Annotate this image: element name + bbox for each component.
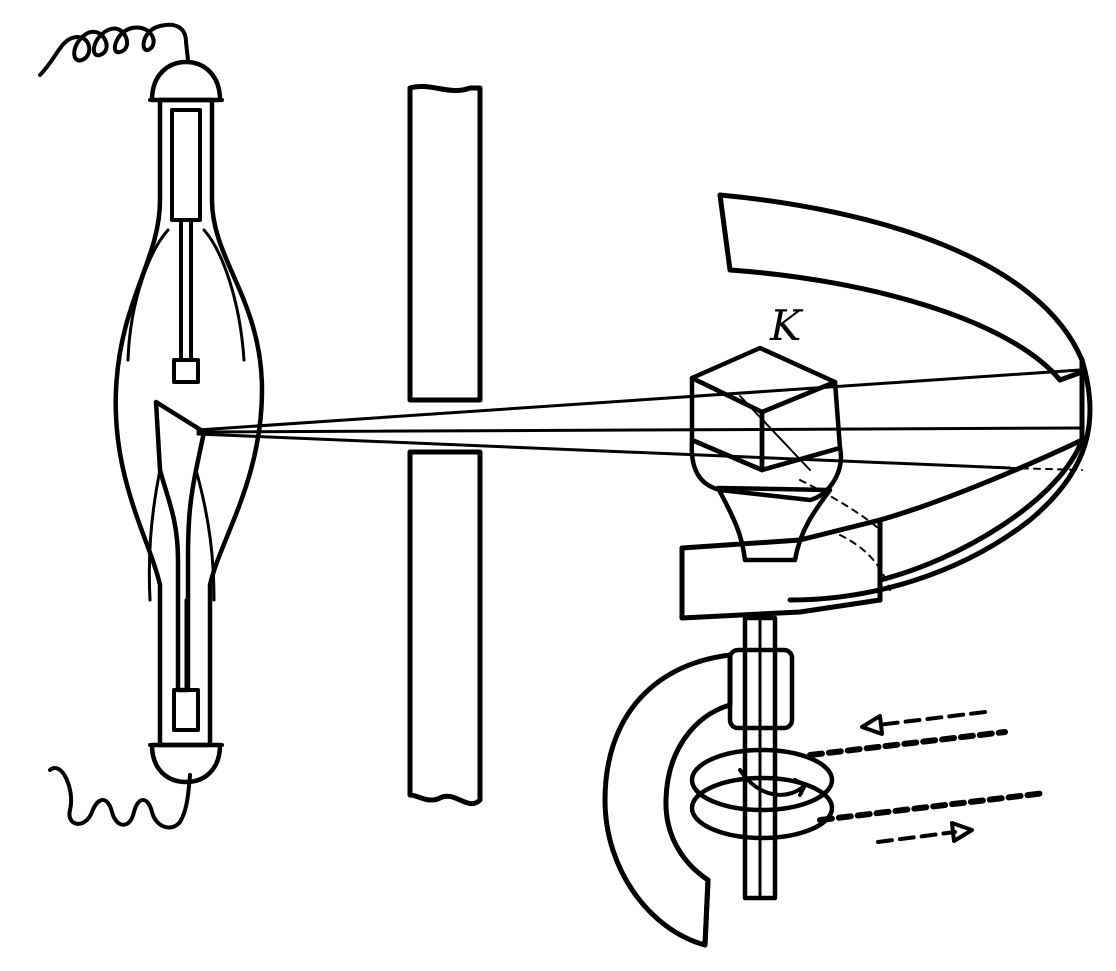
screen-lower-section <box>407 449 483 807</box>
slit-screen <box>407 84 483 807</box>
drive-belt-lower <box>817 790 1048 823</box>
belt-arrow-left-icon <box>876 710 987 727</box>
screen-upper-section <box>407 84 483 403</box>
drive-belt-upper <box>807 729 1008 758</box>
film-front-band <box>679 517 883 621</box>
crystal-label: K <box>769 301 804 350</box>
support-bracket <box>602 652 733 948</box>
upper-end-cap <box>149 59 223 103</box>
x-ray-beam <box>196 368 1084 471</box>
crystal-holder <box>689 437 844 563</box>
crystal-top-face <box>689 345 838 415</box>
cathode <box>126 108 246 384</box>
anticathode <box>147 399 216 732</box>
top-lead-coil <box>38 22 190 77</box>
pulley-bottom <box>689 775 835 841</box>
x-ray-tube <box>38 22 265 830</box>
pulley-top <box>689 747 835 813</box>
crystal: K <box>689 301 843 473</box>
bottom-lead-coil <box>48 766 192 830</box>
film-strip <box>717 192 1093 603</box>
rotation-arrow-icon <box>738 768 807 797</box>
lower-end-cap <box>149 742 223 785</box>
belt-arrow-right-icon <box>876 830 957 844</box>
holder-ribbed-stem <box>715 485 833 563</box>
rotation-mechanism <box>602 615 1048 948</box>
